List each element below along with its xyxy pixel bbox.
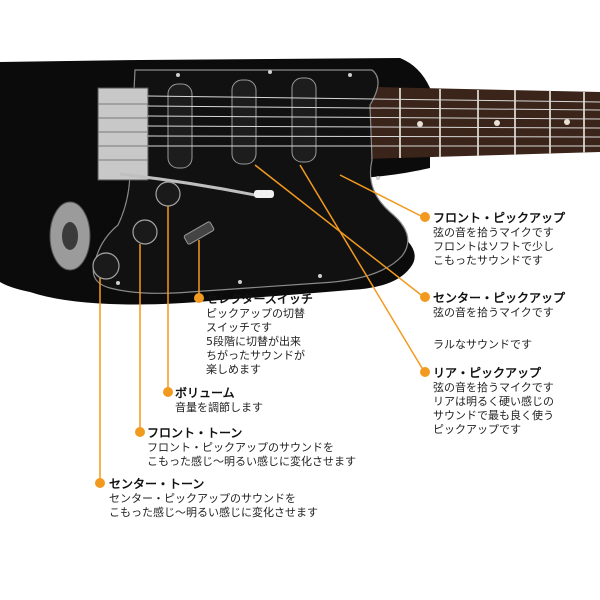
pickups	[167, 77, 317, 169]
callout-dot	[135, 427, 145, 437]
tremolo-arm	[119, 172, 261, 198]
front-pickup-description: 弦の音を拾うマイクです フロントはソフトで少し こもったサウンドです	[433, 226, 554, 268]
strings	[147, 95, 600, 147]
volume-title: ボリューム	[175, 386, 235, 400]
desc-line: 5段階に切替が出来	[206, 335, 301, 348]
front-pickup-title: フロント・ピックアップ	[433, 211, 566, 225]
bridge	[97, 87, 149, 181]
desc-line: スイッチです	[206, 321, 272, 334]
desc-line: 音量を調節します	[175, 401, 263, 414]
desc-line: リアは明るく硬い感じの	[433, 395, 554, 408]
callout-dot	[163, 387, 173, 397]
desc-line: サウンドで最も良く使う	[433, 409, 554, 422]
desc-line: センター・ピックアップのサウンドを	[109, 492, 296, 505]
callout-dot	[194, 293, 204, 303]
rear-pickup-title: リア・ピックアップ	[433, 366, 542, 380]
volume-knob	[155, 181, 181, 207]
desc-line: こもった感じ～明るい感じに変化させます	[147, 455, 356, 468]
fret-markers	[417, 119, 570, 127]
leader-lines	[99, 164, 426, 483]
front-tone-title: フロント・トーン	[147, 426, 243, 440]
guitar-neck	[330, 86, 600, 160]
callout-dot	[420, 292, 430, 302]
selector-switch-description: ピックアップの切替 スイッチです 5段階に切替が出来 ちがったサウンドが 楽しめ…	[206, 307, 305, 377]
desc-line: 弦の音を拾うマイクです	[433, 306, 554, 319]
rear-pickup	[291, 77, 317, 163]
center-pickup-title: センター・ピックアップ	[433, 291, 566, 305]
desc-line: こもったサウンドです	[433, 254, 543, 267]
control-knobs	[92, 181, 181, 280]
center-tone-knob	[92, 252, 120, 280]
desc-line: ピックアップです	[433, 423, 521, 436]
front-tone-description: フロント・ピックアップのサウンドを こもった感じ～明るい感じに変化させます	[147, 441, 356, 469]
center-tone-title: センター・トーン	[109, 477, 205, 491]
center-pickup-description: 弦の音を拾うマイクです	[433, 306, 554, 320]
volume-description: 音量を調節します	[175, 401, 263, 415]
callout-dot	[420, 212, 430, 222]
front-tone-knob	[132, 219, 158, 245]
desc-line: フロントはソフトで少し	[433, 240, 554, 253]
callout-dot	[420, 367, 430, 377]
selector-switch	[183, 221, 215, 245]
center-pickup	[231, 79, 257, 165]
callout-dot	[95, 478, 105, 488]
desc-line: ピックアップの切替	[206, 307, 305, 320]
desc-line: 弦の音を拾うマイクです	[433, 381, 554, 394]
center-pickup-extra: ラルなサウンドです	[433, 338, 532, 351]
selector-switch-title: セレクタースイッチ	[206, 292, 313, 306]
desc-line: 楽しめます	[206, 363, 261, 376]
desc-line: フロント・ピックアップのサウンドを	[147, 441, 334, 454]
desc-line: 弦の音を拾うマイクです	[433, 226, 554, 239]
desc-line: ちがったサウンドが	[206, 349, 305, 362]
desc-line: こもった感じ～明るい感じに変化させます	[109, 506, 318, 519]
rear-pickup-description: 弦の音を拾うマイクです リアは明るく硬い感じの サウンドで最も良く使う ピックア…	[433, 381, 554, 437]
center-tone-description: センター・ピックアップのサウンドを こもった感じ～明るい感じに変化させます	[109, 492, 318, 520]
